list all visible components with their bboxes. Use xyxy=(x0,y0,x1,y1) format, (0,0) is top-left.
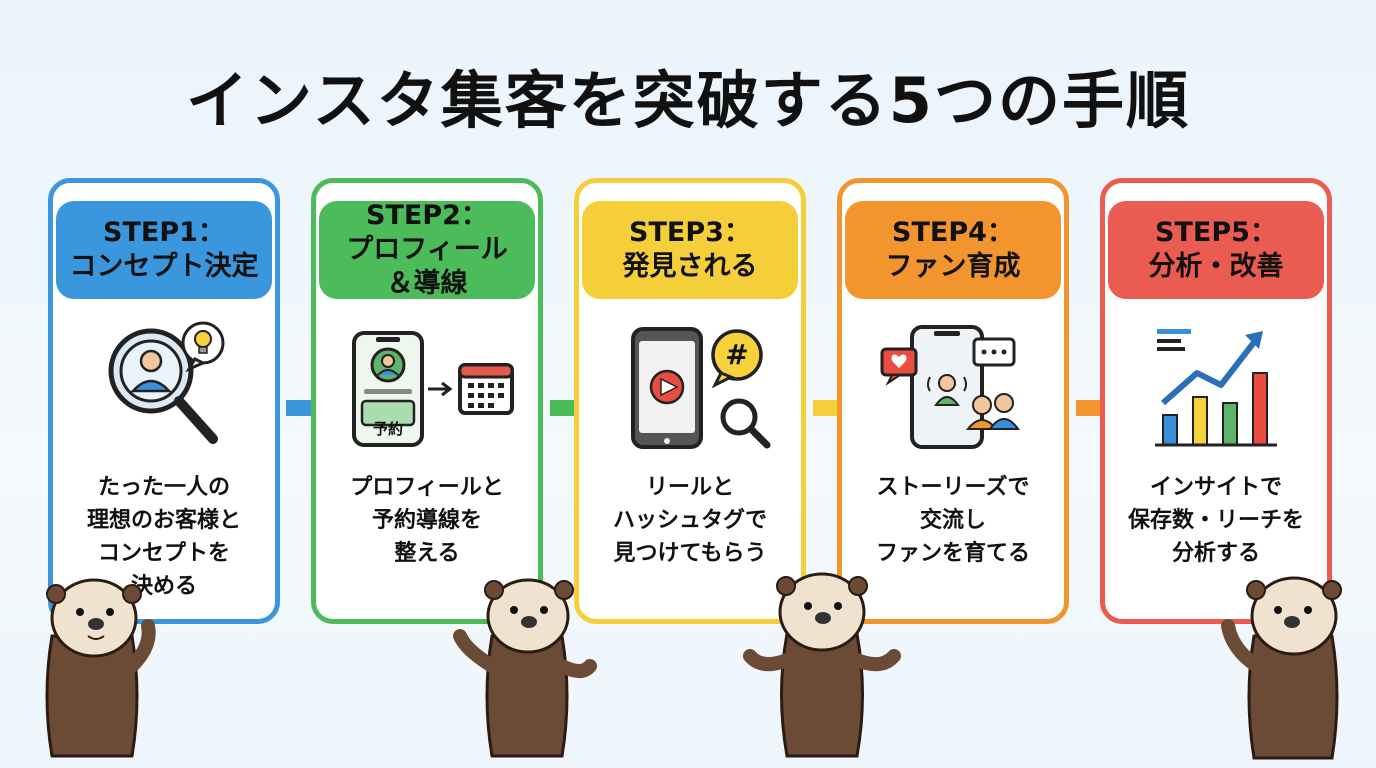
otter-mascot-icon xyxy=(45,578,156,758)
step-name: コンセプト決定 xyxy=(69,251,259,282)
step-card-2: STEP2： プロフィール ＆導線 予約 プロフィールと 予約導線を 整える xyxy=(311,178,543,624)
step-name: ファン育成 xyxy=(885,251,1021,282)
step-number: STEP2： xyxy=(366,200,488,232)
step-number: STEP5： xyxy=(1155,217,1277,249)
step-header-4: STEP4： ファン育成 xyxy=(845,201,1061,299)
step-card-3: STEP3： 発見される # リールと ハッシュタグで 見つけてもらう xyxy=(574,178,806,624)
step-name: 発見される xyxy=(622,251,758,282)
step-number: STEP4： xyxy=(892,217,1014,249)
step-description: プロフィールと 予約導線を 整える xyxy=(350,475,504,566)
step-card-5: STEP5： 分析・改善 インサイトで 保存数・リーチを 分析する xyxy=(1100,178,1332,624)
step-description: インサイトで 保存数・リーチを 分析する xyxy=(1127,475,1304,566)
step-name: 分析・改善 xyxy=(1148,251,1284,282)
step-name: ＆導線 xyxy=(386,267,468,299)
phone-video-hashtag-icon xyxy=(631,327,771,449)
step-header-3: STEP3： 発見される xyxy=(582,201,798,299)
otter-mascot-icon xyxy=(1221,576,1342,760)
step-header-1: STEP1： コンセプト決定 xyxy=(56,201,272,299)
step-description: たった一人の 理想のお客様と コンセプトを 決める xyxy=(86,475,241,599)
page-title: インスタ集客を突破する5つの手順 xyxy=(186,64,1190,137)
step-number: STEP1： xyxy=(103,217,225,249)
phone-profile-calendar-icon xyxy=(352,331,514,447)
step-header-2: STEP2： プロフィール ＆導線 xyxy=(319,200,535,299)
bar-chart-growth-icon xyxy=(1155,329,1277,447)
phone-chat-people-icon xyxy=(880,325,1020,449)
otter-mascot-icon xyxy=(453,578,597,758)
reserve-badge: 予約 xyxy=(372,420,403,438)
step-card-4: STEP4： ファン育成 ストーリーズで 交流し ファンを育てる xyxy=(837,178,1069,624)
search-person-bulb-icon xyxy=(108,321,225,444)
hashtag-badge: # xyxy=(725,338,749,371)
step-description: ストーリーズで 交流し ファンを育てる xyxy=(875,475,1030,566)
step-header-5: STEP5： 分析・改善 xyxy=(1108,201,1324,299)
step-card-1: STEP1： コンセプト決定 たった一人の 理想のお客様と コンセプトを 決める xyxy=(48,178,280,624)
step-name: プロフィール xyxy=(346,234,508,266)
step-number: STEP3： xyxy=(629,217,751,249)
otter-mascot-icon xyxy=(743,572,901,758)
step-description: リールと ハッシュタグで 見つけてもらう xyxy=(612,475,767,566)
